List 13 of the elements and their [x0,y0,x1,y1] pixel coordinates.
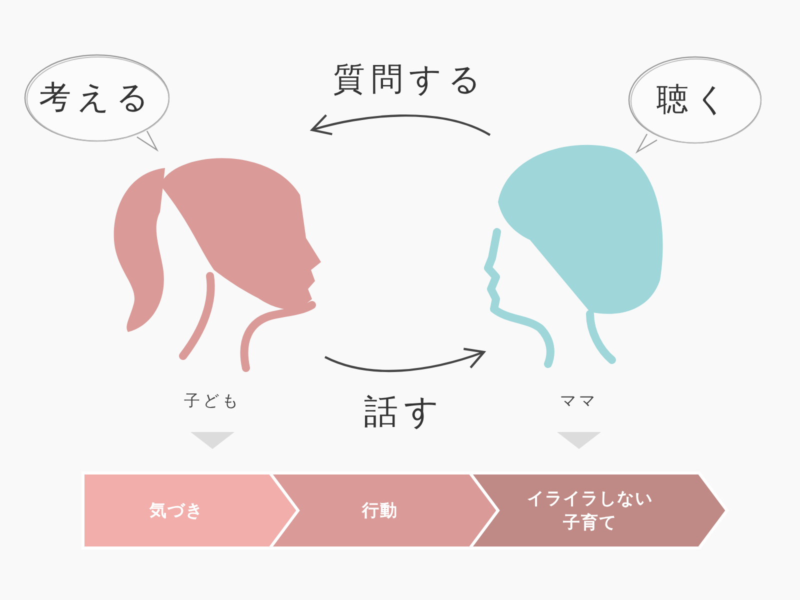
step-label: 気づき [148,500,204,522]
edge-label: 話す [364,391,445,434]
node-label: 子ども [183,391,242,412]
arrow [310,114,490,136]
bubble-text: 考える [38,77,156,118]
down-arrow [190,432,234,449]
node-label: ママ [559,391,599,412]
step-label: 行動 [360,500,399,522]
edge-label: 質問する [333,59,487,100]
bubble-text: 聴く [656,79,734,120]
arrow [324,347,486,372]
down-arrow [557,432,601,449]
step-label: イライラしない子育て [526,488,654,534]
